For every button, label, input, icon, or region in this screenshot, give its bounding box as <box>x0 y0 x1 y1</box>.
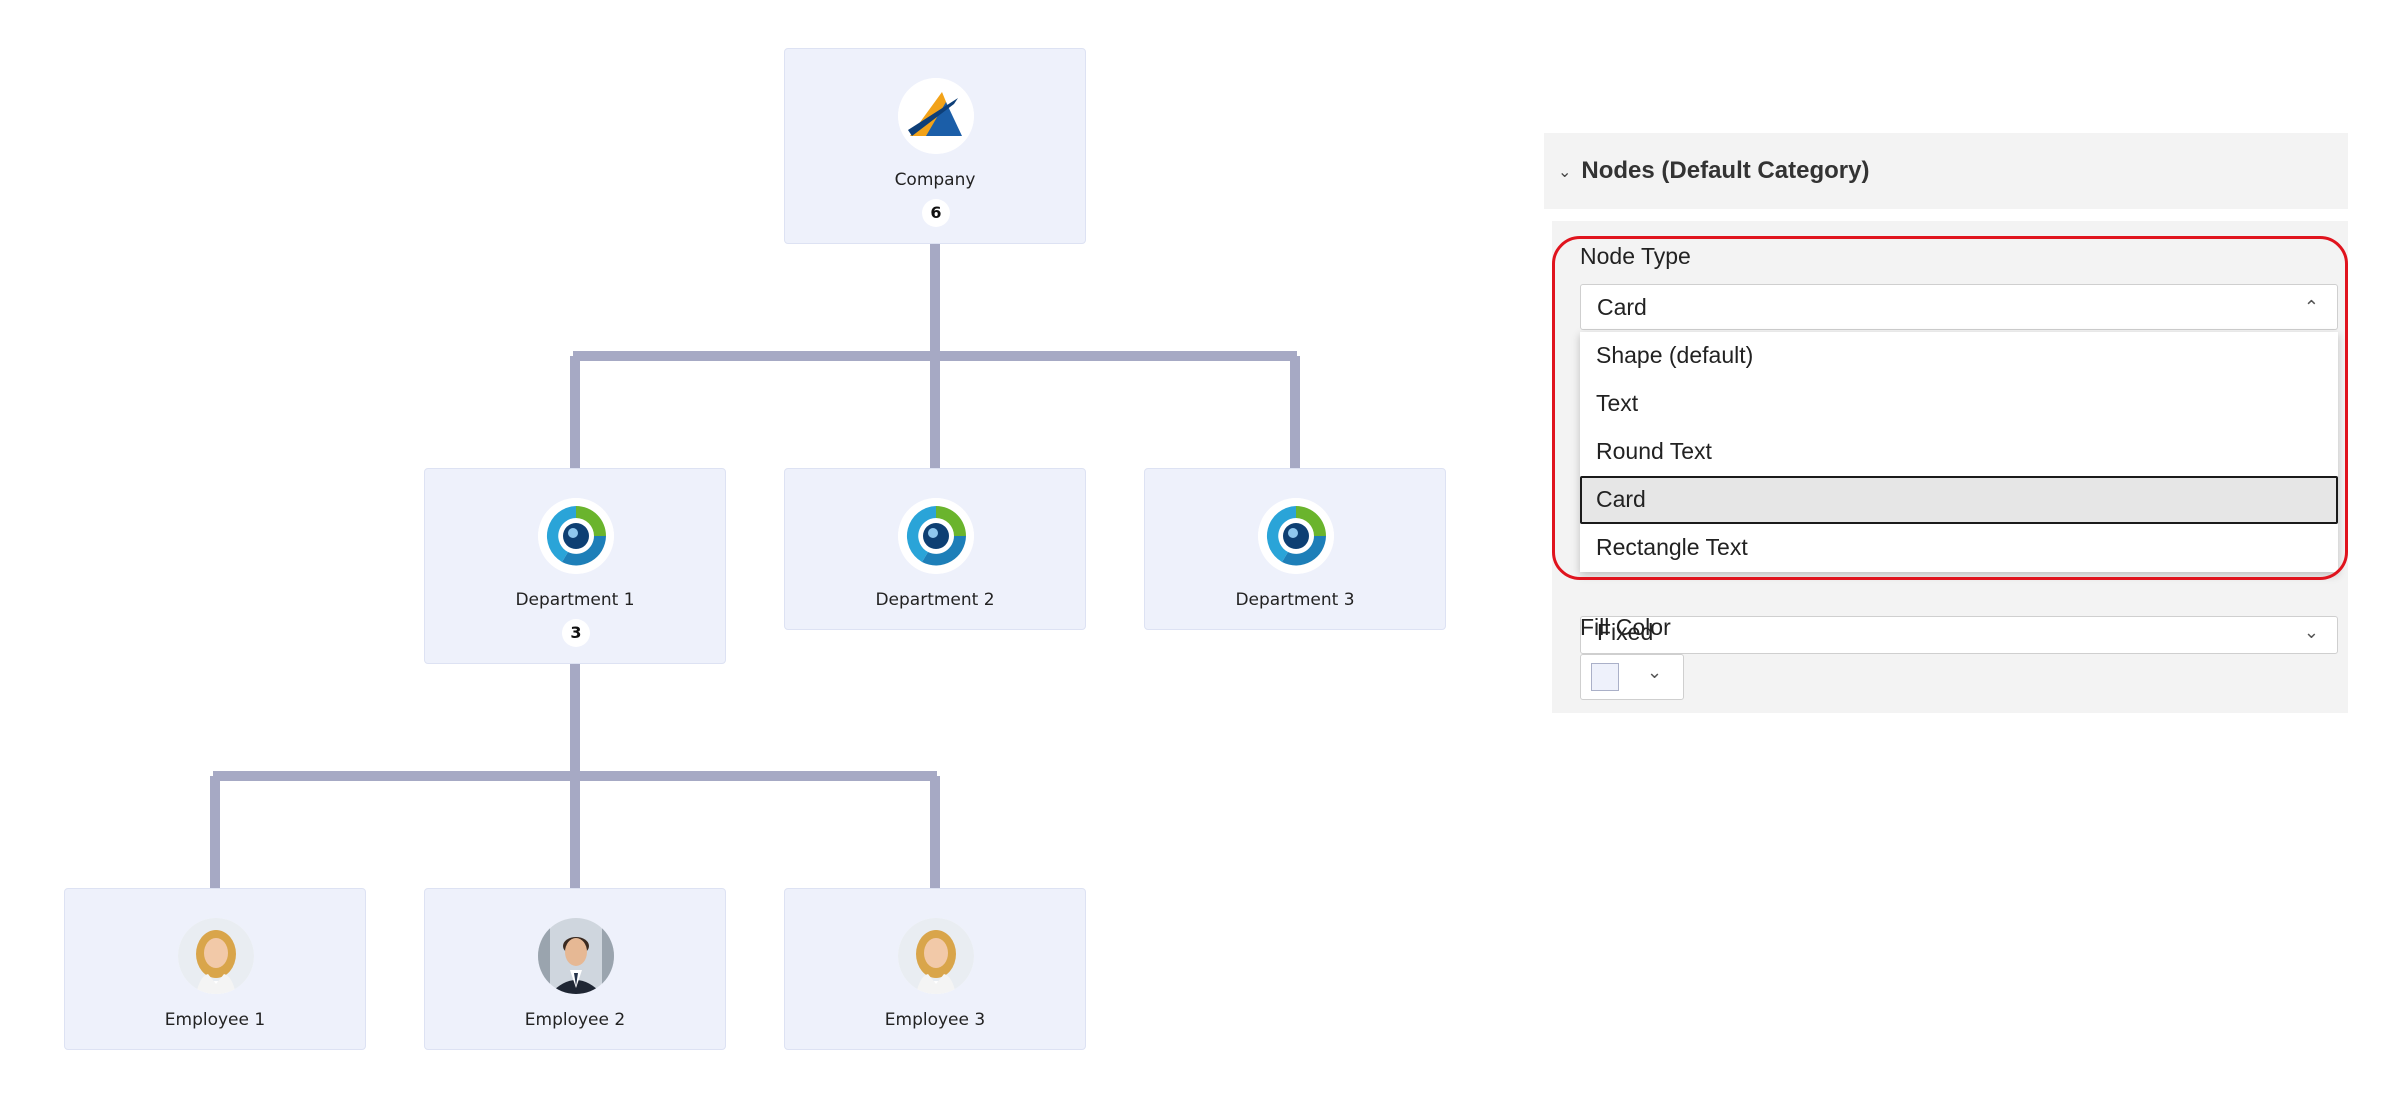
node-label: Department 2 <box>785 590 1085 610</box>
node-employee-1[interactable]: Employee 1 <box>64 888 366 1050</box>
chevron-down-icon[interactable]: ⌄ <box>1647 662 1662 683</box>
department-logo-icon <box>898 498 974 574</box>
man-avatar-icon <box>538 918 614 994</box>
node-department-1[interactable]: Department 1 3 <box>424 468 726 664</box>
woman-avatar-icon <box>178 918 254 994</box>
node-department-3[interactable]: Department 3 <box>1144 468 1446 630</box>
node-label: Department 1 <box>425 590 725 610</box>
fill-color-swatch <box>1591 663 1619 691</box>
company-logo-icon <box>898 78 974 154</box>
department-logo-icon <box>1258 498 1334 574</box>
fill-color-label: Fill Color <box>1580 614 1671 641</box>
node-label: Employee 3 <box>785 1010 1085 1030</box>
section-header-nodes[interactable]: ⌄ Nodes (Default Category) <box>1544 133 2348 209</box>
node-size-select[interactable]: Fixed ⌄ <box>1580 616 2338 654</box>
node-label: Employee 1 <box>65 1010 365 1030</box>
property-panel: ⌄ Nodes (Default Category) Node Type Car… <box>1544 133 2348 209</box>
node-employee-3[interactable]: Employee 3 <box>784 888 1086 1050</box>
woman-avatar-icon <box>898 918 974 994</box>
chevron-down-icon[interactable]: ⌄ <box>2304 617 2319 647</box>
fill-color-picker[interactable]: ⌄ <box>1580 654 1684 700</box>
highlight-outline <box>1552 236 2348 580</box>
department-logo-icon <box>538 498 614 574</box>
node-child-count-badge[interactable]: 3 <box>562 619 590 647</box>
node-company[interactable]: Company 6 <box>784 48 1086 244</box>
node-child-count-badge[interactable]: 6 <box>922 199 950 227</box>
chevron-down-icon[interactable]: ⌄ <box>1558 162 1571 181</box>
section-title: Nodes (Default Category) <box>1581 157 1869 185</box>
node-department-2[interactable]: Department 2 <box>784 468 1086 630</box>
node-label: Employee 2 <box>425 1010 725 1030</box>
node-label: Company <box>785 170 1085 190</box>
node-employee-2[interactable]: Employee 2 <box>424 888 726 1050</box>
node-label: Department 3 <box>1145 590 1445 610</box>
